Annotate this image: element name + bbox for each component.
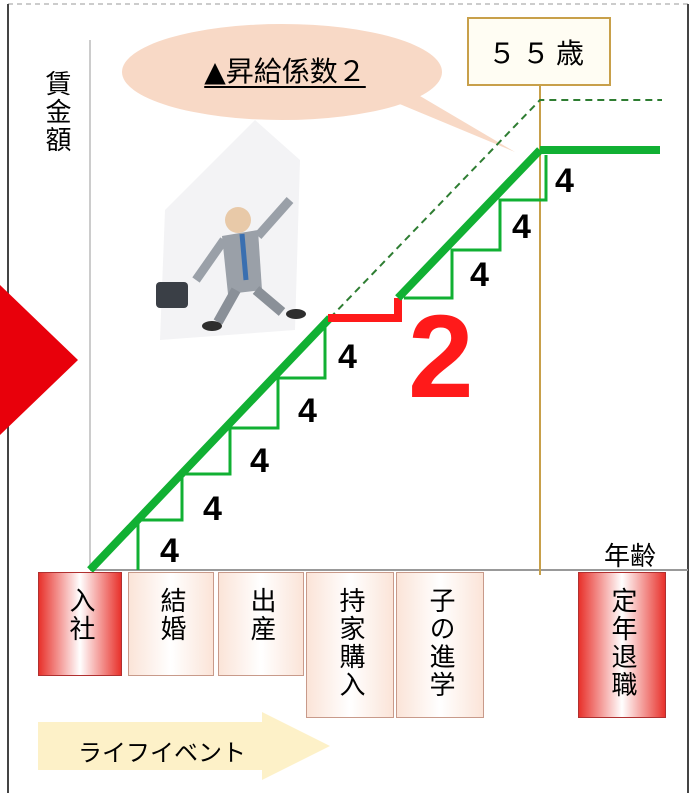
step-label-8: 4 (555, 162, 574, 200)
event-retirement: 定年退職 (578, 572, 666, 718)
event-childbirth: 出産 (218, 572, 304, 676)
event-label: 持家購入 (335, 587, 365, 699)
speech-bubble (122, 24, 442, 120)
event-label: 入社 (65, 587, 95, 643)
red-arrow-shape (0, 285, 78, 435)
event-joining-company: 入社 (38, 572, 122, 676)
step-label-2: 4 (203, 490, 222, 528)
event-label: 子の進学 (425, 587, 455, 699)
event-label: 結婚 (156, 587, 186, 643)
step-label-4: 4 (298, 392, 317, 430)
age-55-box: ５５歳 (467, 17, 611, 86)
reduced-step-line (328, 298, 402, 322)
upper-staircase (395, 146, 660, 301)
reduced-step-value: 2 (408, 291, 474, 423)
step-label-7: 4 (512, 208, 531, 246)
step-label-3: 4 (250, 442, 269, 480)
businessman-illustration (156, 120, 306, 340)
event-label: 定年退職 (607, 587, 637, 699)
step-label-6: 4 (470, 256, 489, 294)
x-axis-label: 年齢 (604, 542, 657, 572)
life-events-arrow (38, 712, 330, 780)
step-label-5: 4 (338, 338, 357, 376)
bubble-label: ▲昇給係数２ (204, 55, 366, 88)
step-label-1: 4 (160, 532, 179, 570)
projected-line (329, 99, 662, 319)
speech-bubble-tail (390, 96, 515, 152)
life-events-label: ライフイベント (78, 739, 246, 767)
lower-staircase (87, 315, 333, 573)
y-axis-label: 賃金額 (41, 70, 71, 154)
event-marriage: 結婚 (128, 572, 214, 676)
event-home-purchase: 持家購入 (306, 572, 394, 718)
event-label: 出産 (246, 587, 276, 643)
event-child-education: 子の進学 (396, 572, 484, 718)
